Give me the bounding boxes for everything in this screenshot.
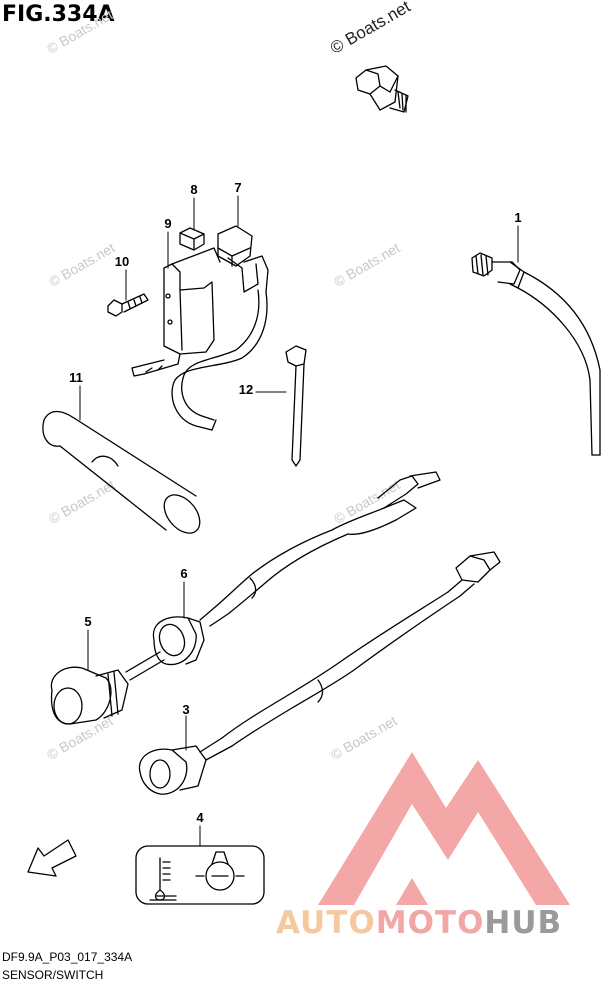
lower-harness (138, 551, 501, 795)
callout-1: 1 (514, 210, 522, 225)
figure-subtitle: SENSOR/SWITCH (2, 968, 104, 982)
part-9-bracket (131, 247, 221, 377)
callout-8: 8 (190, 182, 198, 197)
callout-6: 6 (180, 566, 188, 581)
callout-7: 7 (234, 180, 242, 195)
brand-part-moto: MOTO (375, 905, 485, 941)
upper-harness (50, 471, 441, 725)
callout-10: 10 (114, 254, 130, 269)
callout-11: 11 (69, 370, 83, 385)
callout-4: 4 (196, 810, 204, 825)
fwd-arrow (27, 839, 77, 877)
part-1-sensor (471, 252, 601, 456)
figure-code: DF9.9A_P03_017_334A (2, 950, 133, 964)
brand-part-auto: AUTO (276, 905, 376, 941)
part-4-label-plate (135, 845, 265, 905)
top-sensor (355, 65, 409, 113)
part-7-switch (171, 225, 269, 431)
part-10-screw (107, 293, 149, 317)
part-8-block (179, 227, 205, 251)
callout-12: 12 (238, 382, 254, 397)
callout-3: 3 (182, 702, 190, 717)
brand-logo-mark (318, 752, 570, 905)
leader-lines (79, 195, 519, 847)
callout-5: 5 (84, 614, 92, 629)
part-12-cable-tie (285, 345, 307, 467)
brand-wordmark: AUTOMOTOHUB (276, 905, 562, 941)
figure-title: FIG.334A (2, 2, 115, 27)
part-11-tube (42, 410, 201, 534)
brand-part-hub: HUB (484, 905, 563, 941)
callout-9: 9 (164, 216, 172, 231)
